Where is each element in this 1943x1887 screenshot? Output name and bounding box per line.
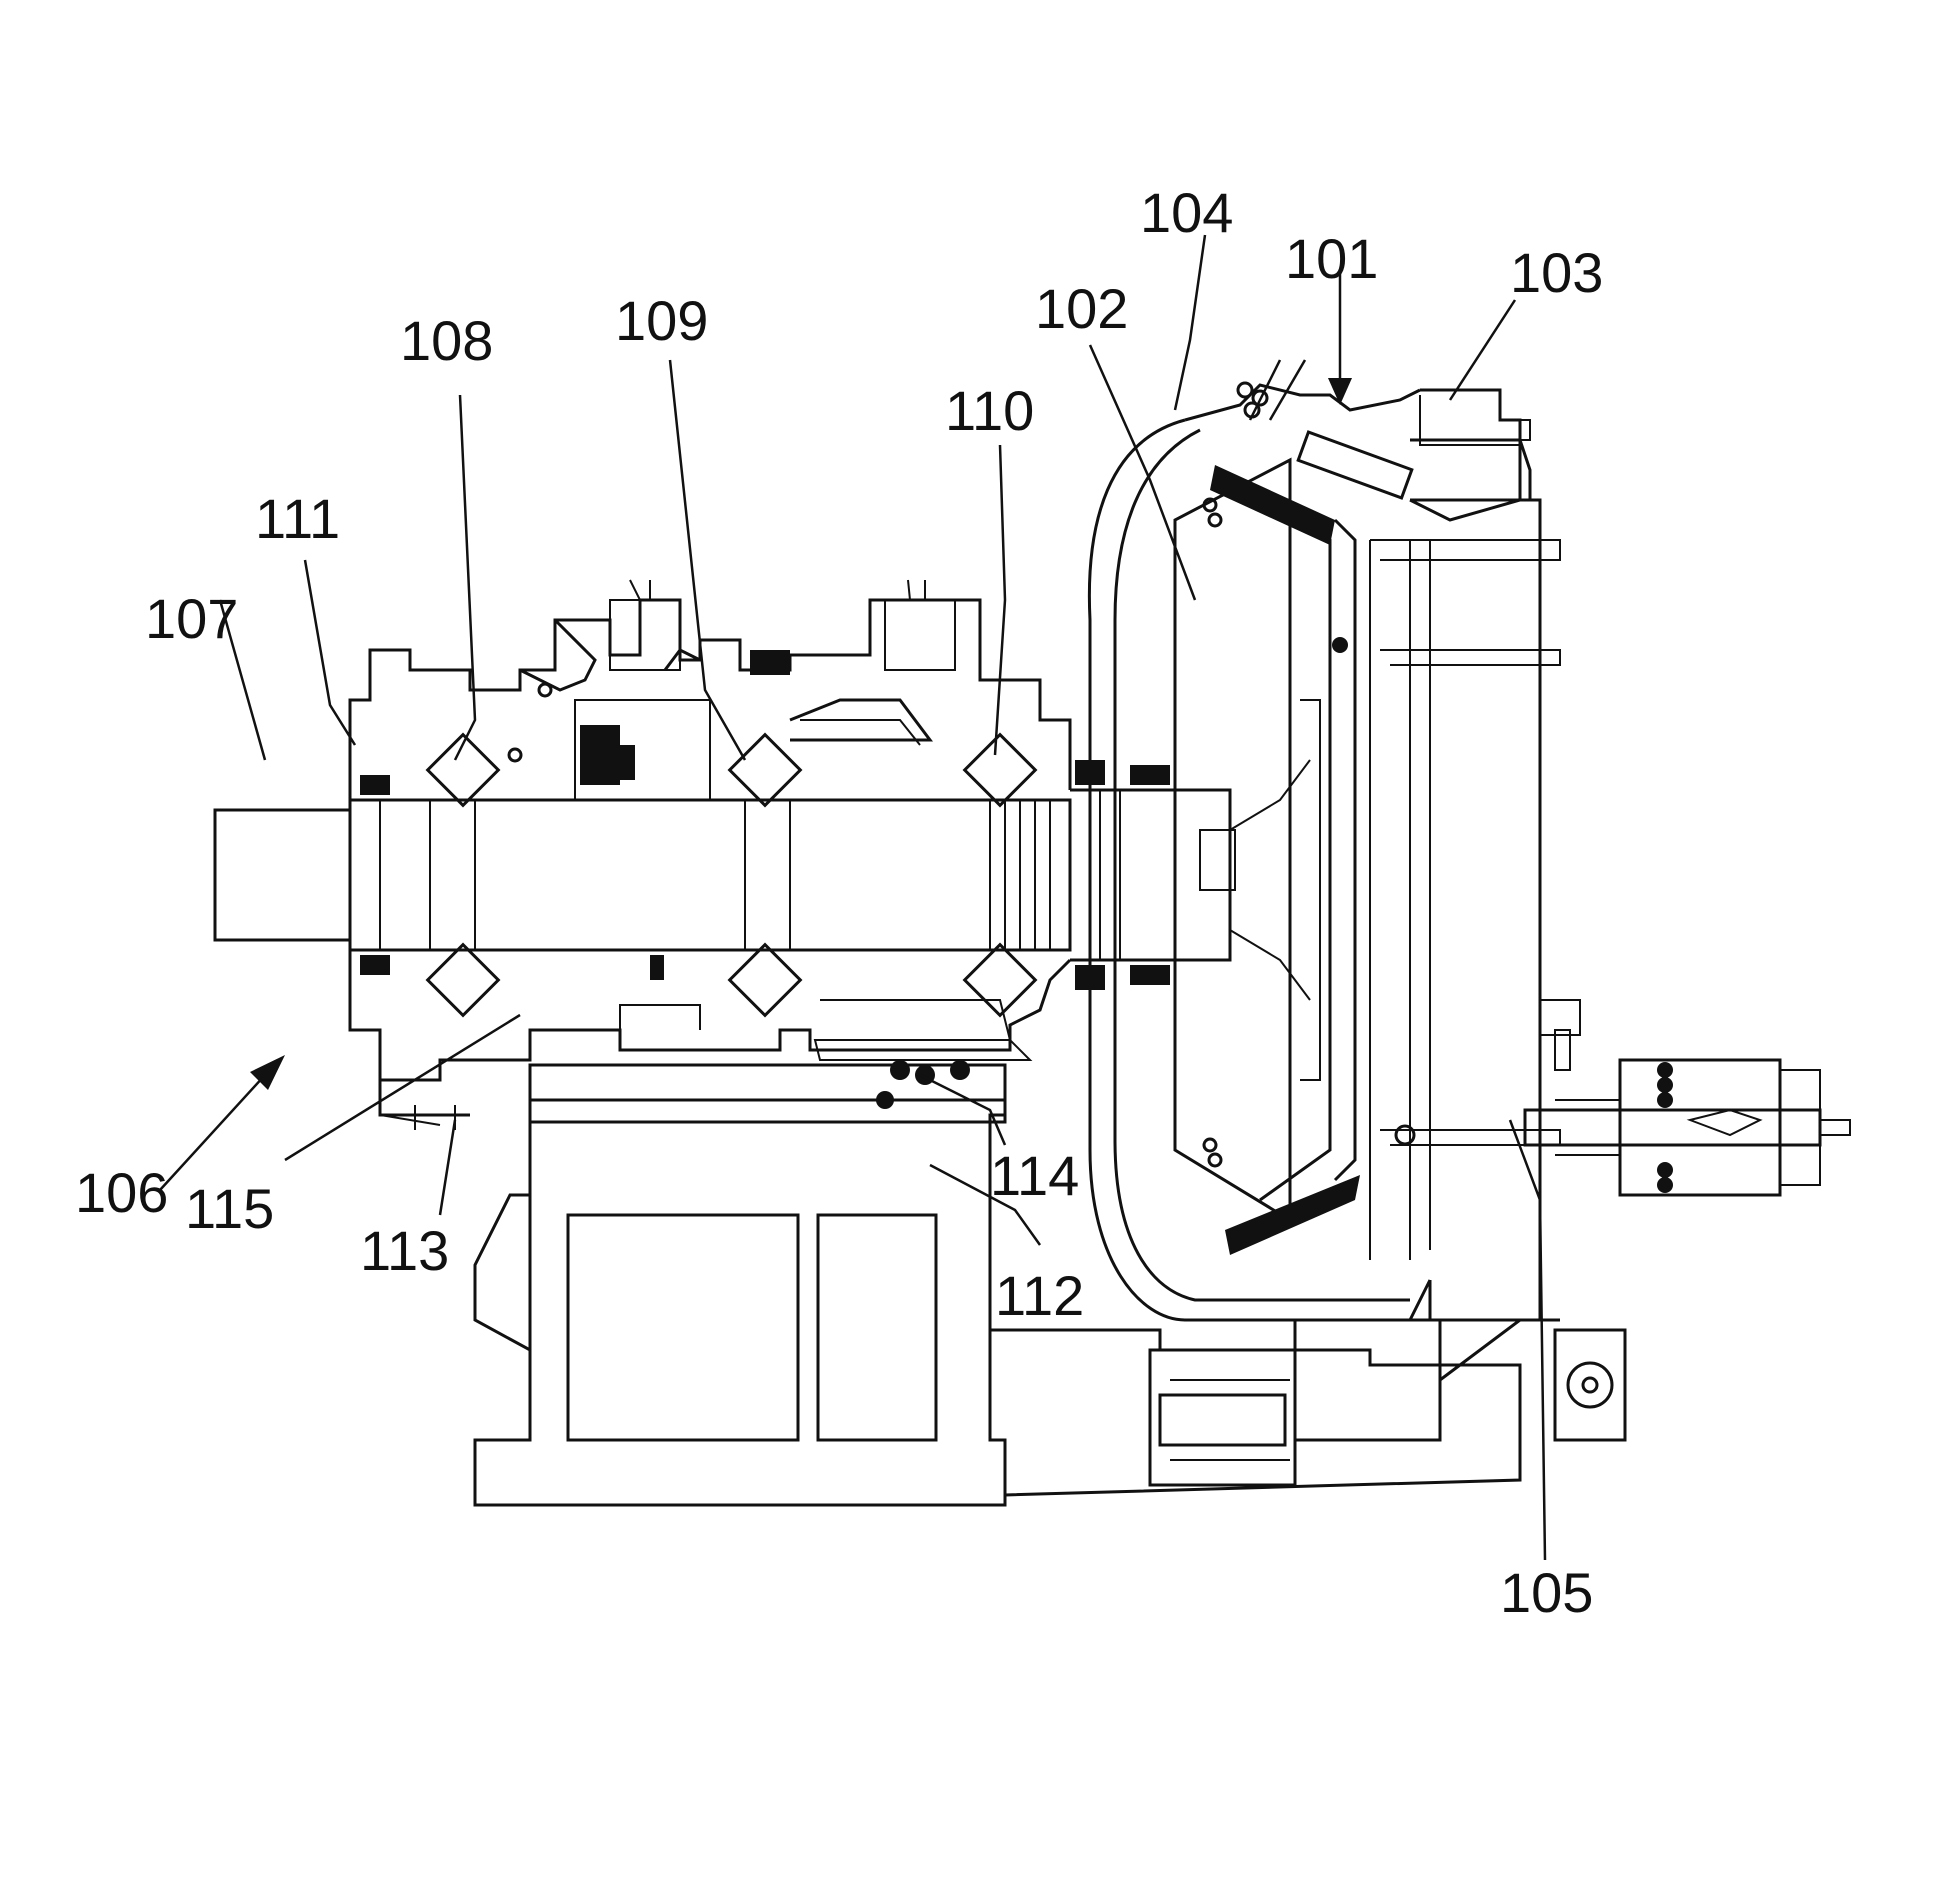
label-111: 111: [255, 487, 340, 550]
stator-casing: [1370, 390, 1580, 1320]
arrow-106: [160, 1055, 285, 1190]
feed-shaft-assembly: [1525, 1060, 1850, 1195]
leader-lines: [220, 235, 1545, 1560]
label-108: 108: [400, 309, 493, 372]
pedestal-frame: [475, 1065, 1005, 1505]
label-107: 107: [145, 587, 238, 650]
bearings-upper: [428, 735, 1036, 806]
rotating-disc: [1175, 460, 1330, 1220]
label-102: 102: [1035, 277, 1128, 340]
housing-shell: [1089, 385, 1430, 1320]
label-104: 104: [1140, 181, 1233, 244]
label-109: 109: [615, 289, 708, 352]
main-shaft: [215, 790, 1230, 960]
label-106: 106: [75, 1161, 168, 1224]
bearing-housing-upper: [350, 580, 1070, 800]
label-101: 101: [1285, 227, 1378, 290]
label-113: 113: [360, 1219, 449, 1282]
label-105: 105: [1500, 1561, 1593, 1624]
reference-labels: 104 101 103 102 109 108 110 111 107 106 …: [75, 181, 1603, 1624]
arrow-101: [1328, 270, 1352, 405]
label-110: 110: [945, 379, 1034, 442]
label-112: 112: [995, 1264, 1084, 1327]
label-103: 103: [1510, 241, 1603, 304]
lower-bed: [990, 1320, 1625, 1495]
label-114: 114: [990, 1144, 1079, 1207]
bearings-lower: [428, 945, 1036, 1016]
label-115: 115: [185, 1177, 274, 1240]
bearing-housing-lower: [350, 950, 1070, 1130]
grinding-plates: [1210, 432, 1412, 1255]
